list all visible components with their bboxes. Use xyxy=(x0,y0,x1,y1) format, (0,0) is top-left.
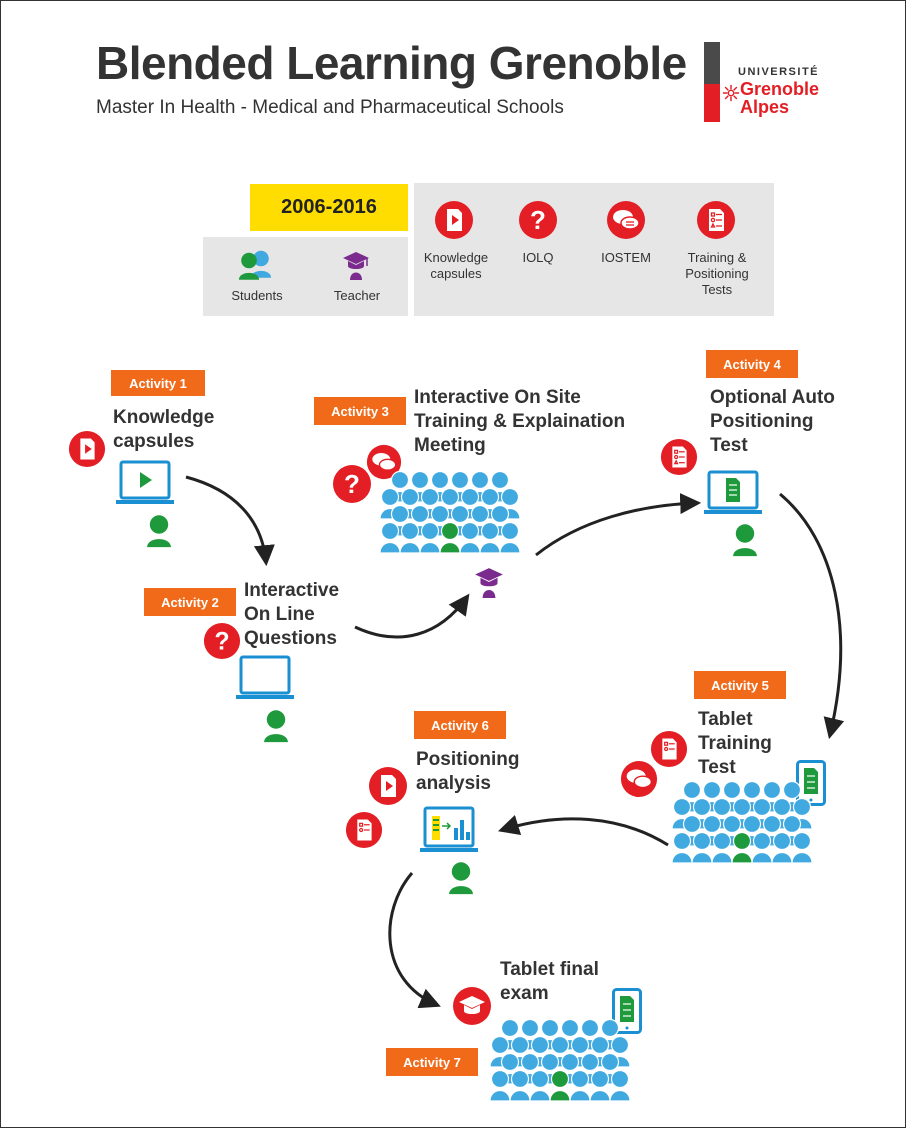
crowd-person xyxy=(569,1069,591,1102)
crowd-person xyxy=(419,521,441,554)
activity-7-tablet-icon xyxy=(612,988,642,1034)
crowd-person xyxy=(711,831,733,864)
page-subtitle: Master In Health - Medical and Pharmaceu… xyxy=(96,97,564,118)
crowd-person xyxy=(589,1069,611,1102)
activity-4-student-icon xyxy=(733,524,757,557)
activity-1-title: Knowledge capsules xyxy=(113,407,215,452)
logo-text-universite: UNIVERSITÉ xyxy=(738,66,820,78)
crowd-person xyxy=(751,831,773,864)
activity-5-tablet-icon xyxy=(796,760,826,806)
activity-3-question-icon: ? xyxy=(333,465,371,503)
activity-5-crowd-icon xyxy=(671,780,813,864)
activity-6-student-icon xyxy=(449,862,473,895)
legend-label-teacher: Teacher xyxy=(333,288,381,303)
question-icon: ? xyxy=(519,201,557,239)
activity-4-title: Optional Auto Positioning Test xyxy=(710,387,835,456)
activity-3-title: Interactive On Site Training & Explainat… xyxy=(414,387,626,456)
crowd-person xyxy=(489,1069,511,1102)
arrow-3-to-4 xyxy=(535,493,702,557)
activity-6-badge: Activity 6 xyxy=(414,711,506,739)
crowd-student-highlight xyxy=(549,1069,571,1102)
activity-2-student-icon xyxy=(264,710,288,743)
activity-5-chat-icon xyxy=(620,760,658,798)
svg-text:?: ? xyxy=(530,205,546,235)
activity-6-analysis-laptop-icon xyxy=(420,806,478,852)
activity-3-teacher-icon xyxy=(475,568,503,598)
crowd-person xyxy=(399,521,421,554)
period-badge: 2006-2016 xyxy=(250,184,408,231)
crowd-student-highlight xyxy=(731,831,753,864)
logo-text-name: Grenoble Alpes xyxy=(740,79,820,117)
legend-label-iostem: IOSTEM xyxy=(601,250,651,265)
activity-1-capsule-icon xyxy=(68,430,106,468)
activity-4-test-icon xyxy=(660,438,698,476)
legend-actors-panel xyxy=(203,237,408,316)
legend-label-capsules: Knowledge capsules xyxy=(423,250,489,281)
activity-7-title: Tablet final exam xyxy=(500,959,599,1004)
chat-icon xyxy=(607,201,645,239)
crowd-person xyxy=(671,831,693,864)
crowd-person xyxy=(609,1069,631,1102)
activity-2-title: Interactive On Line Questions xyxy=(244,580,340,649)
crowd-person xyxy=(529,1069,551,1102)
activity-2-badge: Activity 2 xyxy=(144,588,236,616)
activity-5-test-icon xyxy=(650,730,688,768)
crowd-person xyxy=(479,521,501,554)
legend-label-iolq: IOLQ xyxy=(522,250,554,265)
activity-2-question-icon: ? xyxy=(203,622,241,660)
activity-1-badge: Activity 1 xyxy=(111,370,205,396)
arrow-5-to-6 xyxy=(497,814,669,847)
svg-text:?: ? xyxy=(214,629,229,656)
activity-4-laptop-icon xyxy=(704,470,762,514)
arrow-2-to-3 xyxy=(354,593,470,639)
teacher-icon xyxy=(343,252,369,280)
crowd-person xyxy=(509,1069,531,1102)
activity-6-test-icon xyxy=(345,811,383,849)
activity-1-laptop-icon xyxy=(116,460,174,504)
activity-7-badge: Activity 7 xyxy=(386,1048,478,1076)
activity-6-title: Positioning analysis xyxy=(416,749,520,794)
activity-3-crowd-icon xyxy=(379,470,521,554)
activity-2-laptop-icon xyxy=(236,655,294,699)
crowd-person xyxy=(459,521,481,554)
legend-label-students: Students xyxy=(231,288,283,303)
crowd-student-highlight xyxy=(439,521,461,554)
arrow-6-to-7 xyxy=(388,872,441,1009)
video-doc-icon xyxy=(435,201,473,239)
activity-3-chat-icon xyxy=(366,444,402,480)
test-doc-icon xyxy=(697,201,735,239)
activity-6-capsule-icon xyxy=(369,767,407,805)
activity-7-graduation-icon xyxy=(453,987,491,1025)
page-title: Blended Learning Grenoble xyxy=(96,37,687,89)
legend-label-tests: Training & Positioning Tests xyxy=(685,250,749,297)
university-logo-bar xyxy=(704,42,720,122)
logo-flower-icon xyxy=(722,84,740,102)
crowd-person xyxy=(771,831,793,864)
activity-5-title: Tablet Training Test xyxy=(698,709,772,778)
activity-3-badge: Activity 3 xyxy=(314,397,406,425)
crowd-person xyxy=(379,521,401,554)
crowd-person xyxy=(791,831,813,864)
crowd-person xyxy=(499,521,521,554)
arrow-1-to-2 xyxy=(185,475,275,567)
crowd-person xyxy=(691,831,713,864)
arrow-4-to-5 xyxy=(779,492,845,740)
activity-4-badge: Activity 4 xyxy=(706,350,798,378)
svg-text:?: ? xyxy=(344,469,360,499)
activity-1-student-icon xyxy=(147,515,171,548)
activity-7-crowd-icon xyxy=(489,1018,631,1102)
activity-5-badge: Activity 5 xyxy=(694,671,786,699)
